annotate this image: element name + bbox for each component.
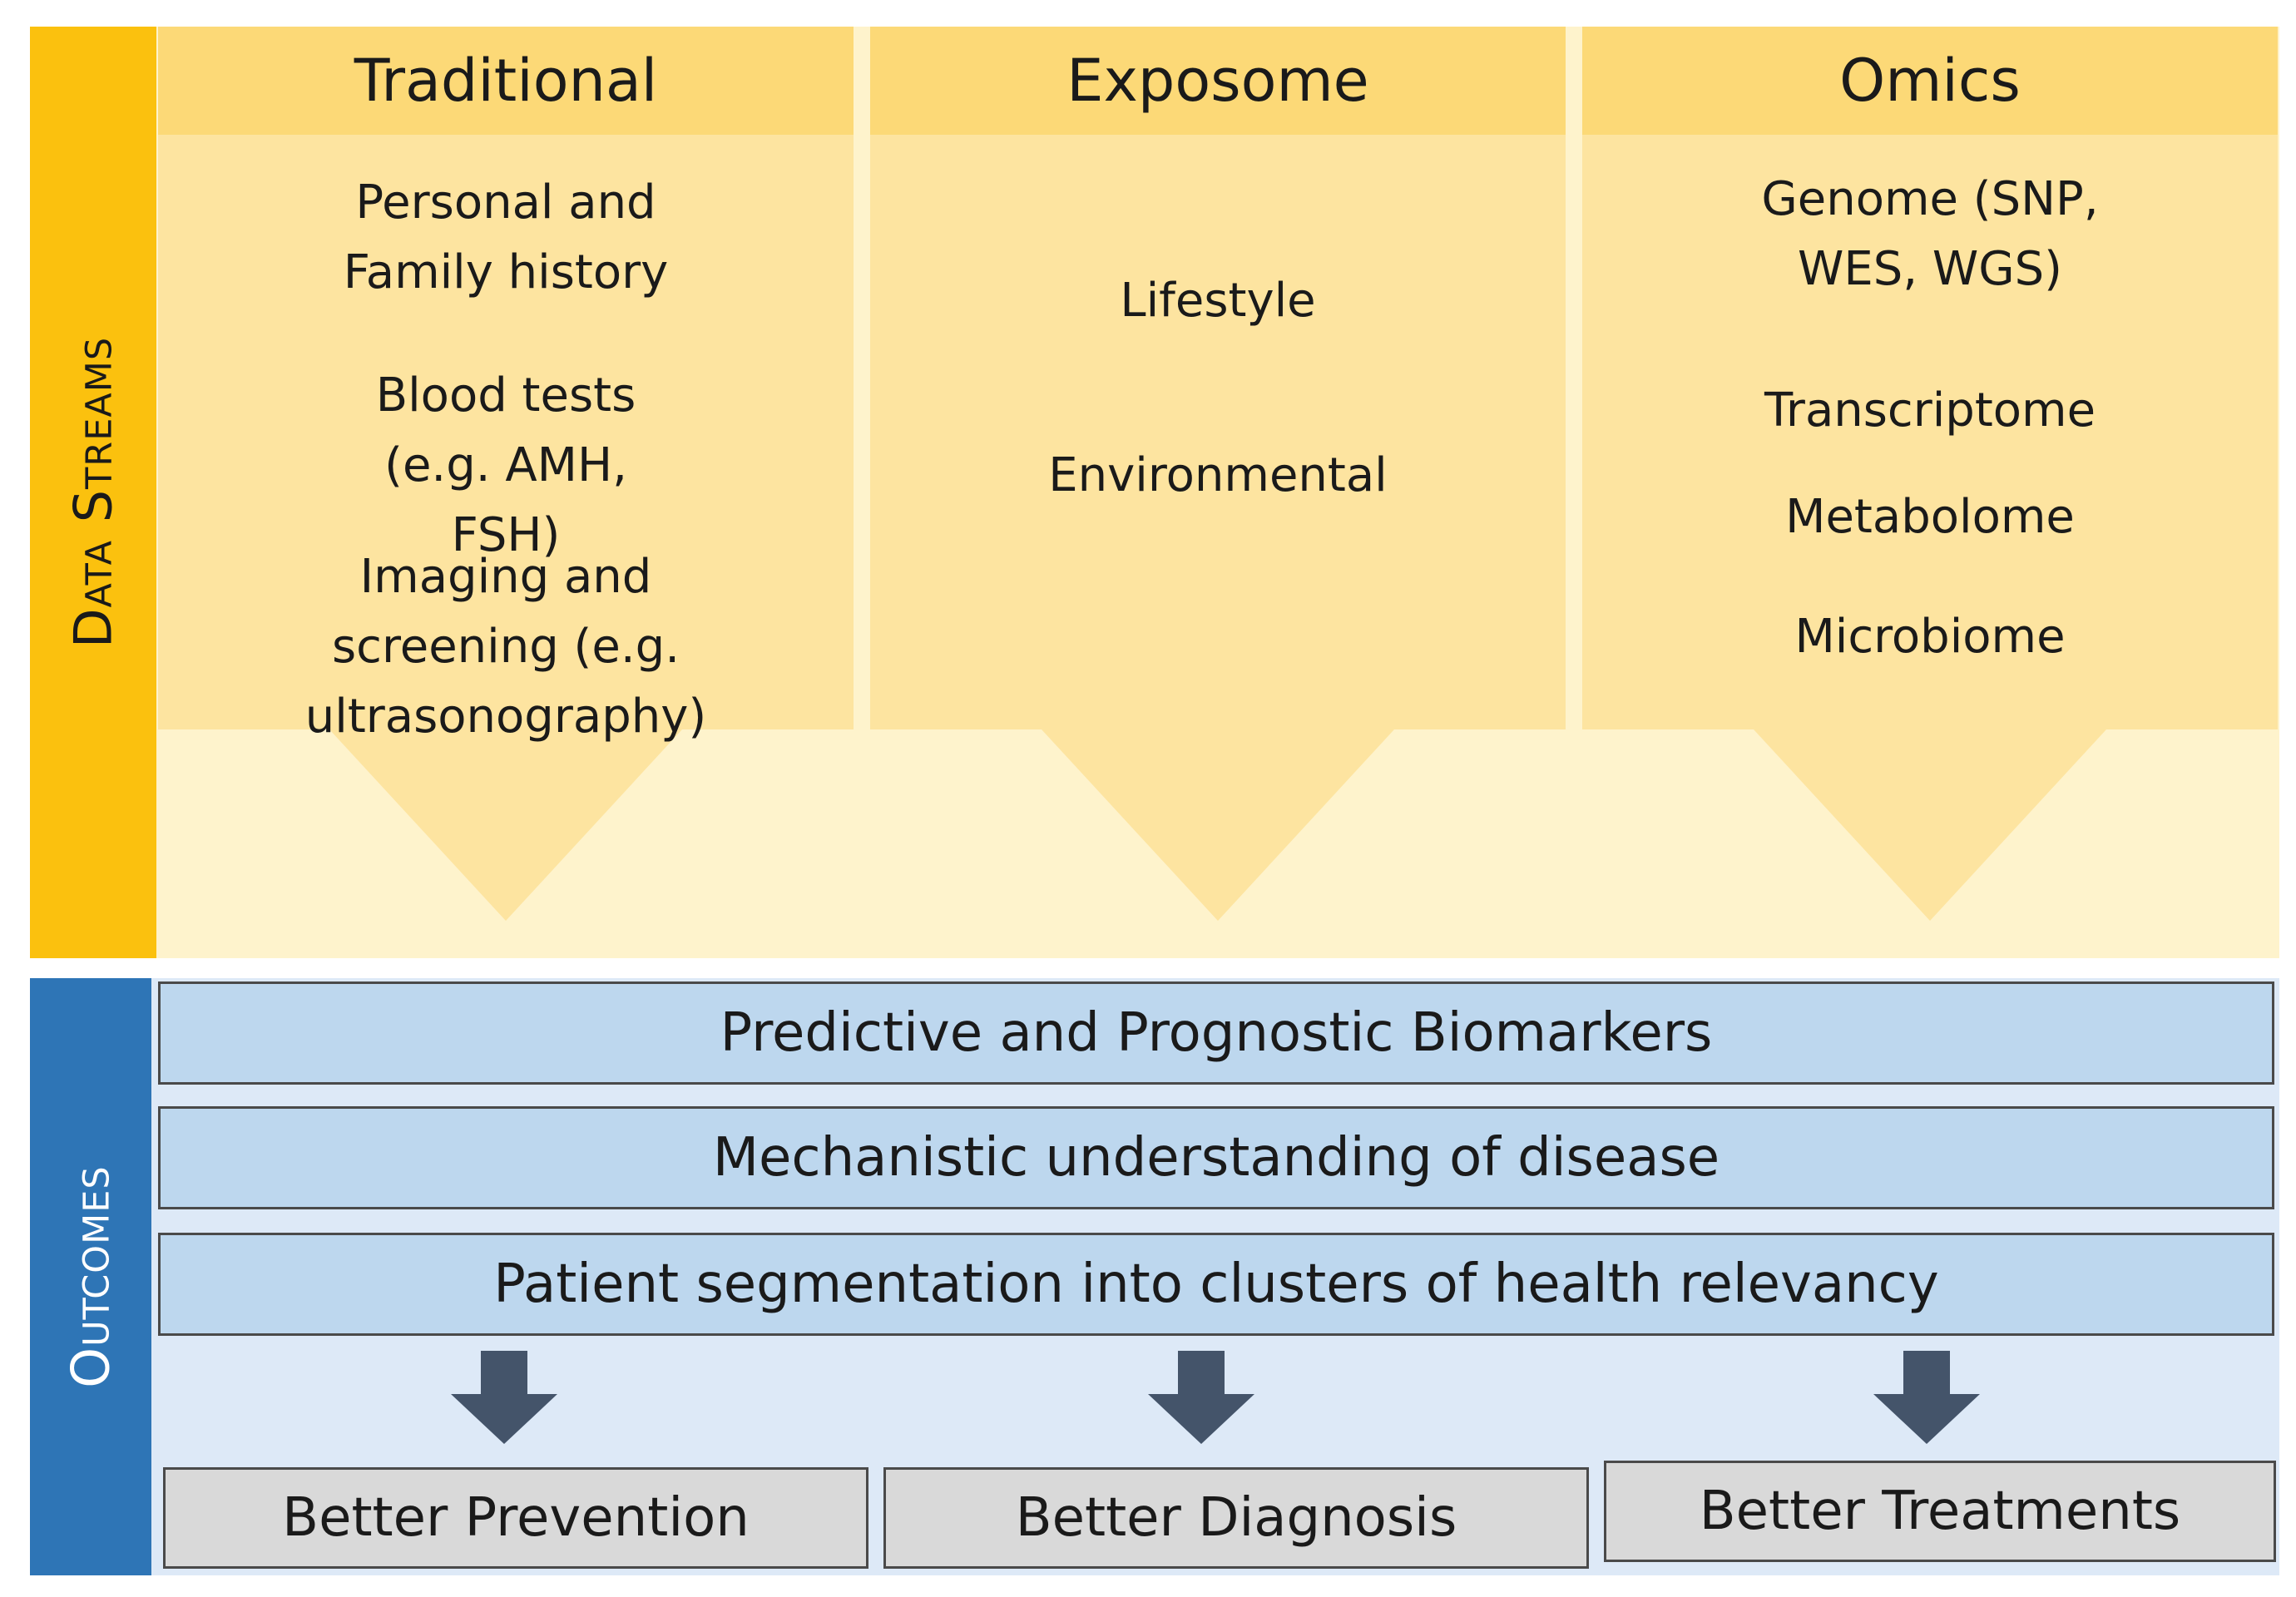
stream-item: Genome (SNP, WES, WGS)	[1761, 172, 2099, 296]
stream-item: Lifestyle	[1120, 274, 1316, 328]
stream-column-exposome: Exposome Lifestyle Environmental	[870, 27, 1566, 958]
stream-item: Blood tests (e.g. AMH, FSH)	[375, 368, 636, 562]
stream-column-shape	[158, 27, 854, 921]
stream-column-omics: Omics Genome (SNP, WES, WGS) Transcripto…	[1582, 27, 2278, 958]
stream-item: Transcriptome	[1764, 383, 2096, 438]
stream-column-title: Omics	[1839, 47, 2021, 115]
outcome-bar-mechanistic: Mechanistic understanding of disease	[158, 1106, 2274, 1209]
outcomes-label: Outcomes	[60, 1165, 121, 1388]
data-streams-band: Data Streams	[30, 27, 156, 958]
stream-item: Metabolome	[1785, 490, 2075, 544]
down-arrow-icon	[1873, 1351, 1980, 1444]
result-better-diagnosis: Better Diagnosis	[883, 1467, 1589, 1569]
outcome-bar-segmentation: Patient segmentation into clusters of he…	[158, 1233, 2274, 1336]
down-arrow-icon	[451, 1351, 557, 1444]
stream-column-traditional: Traditional Personal and Family history …	[158, 27, 854, 958]
data-streams-label: Data Streams	[62, 336, 124, 649]
stream-item: Microbiome	[1794, 610, 2066, 664]
result-better-prevention: Better Prevention	[163, 1467, 868, 1569]
stream-column-title: Traditional	[354, 47, 658, 115]
stream-column-title: Exposome	[1066, 47, 1369, 115]
stream-column-shape	[870, 27, 1566, 921]
stream-column-shape	[1582, 27, 2278, 921]
outcomes-band: Outcomes	[30, 978, 151, 1575]
stream-item: Imaging and screening (e.g. ultrasonogra…	[304, 550, 707, 744]
result-better-treatments: Better Treatments	[1604, 1461, 2276, 1562]
outcome-bar-biomarkers: Predictive and Prognostic Biomarkers	[158, 981, 2274, 1085]
stream-item: Environmental	[1048, 448, 1388, 502]
down-arrow-icon	[1148, 1351, 1254, 1444]
stream-item: Personal and Family history	[343, 176, 669, 299]
